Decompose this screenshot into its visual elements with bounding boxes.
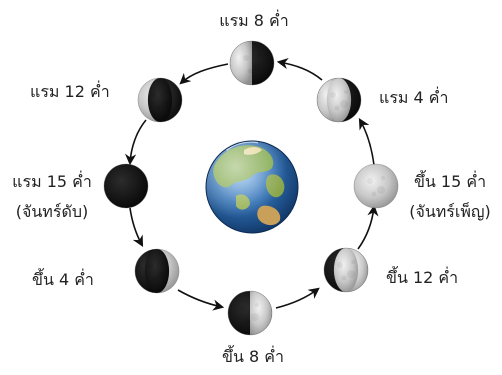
arrow-waning4-to-waning8: [276, 58, 323, 81]
label-waning-15-sub: (จันทร์ดับ): [15, 202, 89, 221]
moon-waxing-15-icon: [353, 163, 399, 209]
arrow-waning15-to-waxing4: [129, 207, 144, 247]
arrow-waxing12-to-waxing15: [357, 204, 379, 250]
label-waning-4: แรม 4 ค่ำ: [379, 88, 449, 107]
label-waxing-15: ขึ้น 15 ค่ำ: [413, 172, 487, 191]
label-waning-8: แรม 8 ค่ำ: [219, 11, 289, 30]
moon-waxing-4-icon: [134, 248, 180, 294]
label-waxing-15-sub: (จันทร์เพ็ญ): [409, 202, 491, 221]
arrow-waxing15-to-waning4: [358, 118, 375, 166]
label-waxing-12: ขึ้น 12 ค่ำ: [386, 268, 459, 287]
moon-waning-8-icon: [229, 40, 275, 86]
phase-cycle-arrows: [125, 58, 379, 311]
arrow-waxing4-to-waxing8: [177, 289, 225, 311]
moon-waxing-8-icon: [227, 290, 273, 336]
label-waning-15: แรม 15 ค่ำ: [12, 172, 92, 191]
label-waxing-8: ขึ้น 8 ค่ำ: [222, 347, 284, 366]
moon-waning-4-icon: [316, 77, 362, 123]
moon-waning-12-icon: [137, 77, 183, 123]
earth-globe-icon: [205, 139, 299, 234]
arrow-waning8-to-waning12: [179, 63, 229, 85]
moon-waxing-12-icon: [323, 247, 369, 293]
label-waning-12: แรม 12 ค่ำ: [30, 82, 110, 101]
arrow-waning12-to-waning15: [125, 119, 147, 166]
arrow-waxing8-to-waxing12: [275, 287, 320, 309]
moon-waning-15-icon: [103, 163, 149, 209]
label-waxing-4: ขึ้น 4 ค่ำ: [32, 270, 94, 289]
